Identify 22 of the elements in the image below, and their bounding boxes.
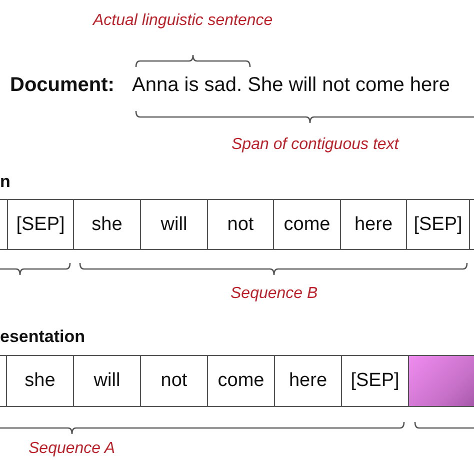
- annotation-text: Sequence B: [230, 285, 318, 303]
- token-cell: come: [273, 199, 341, 250]
- token-cell: not: [140, 355, 208, 407]
- token-cell: she: [6, 355, 74, 407]
- token-cell: here: [340, 199, 407, 250]
- token-cell: here: [274, 355, 342, 407]
- token-cell: [SEP]: [341, 355, 409, 407]
- token-cell: will: [140, 199, 208, 250]
- token-cell: will: [73, 355, 141, 407]
- annotation-text: Actual linguistic sentence: [93, 12, 273, 30]
- annotation-text: Sequence A: [28, 440, 116, 458]
- field-label: Document:: [10, 74, 114, 97]
- token-cell: [SEP]: [406, 199, 470, 250]
- sentence-text: Anna is sad. She will not come here: [132, 74, 450, 97]
- token-cell: she: [73, 199, 141, 250]
- token-cell: not: [207, 199, 274, 250]
- token-cell: [SEP]: [7, 199, 74, 250]
- annotation-text: Span of contiguous text: [232, 136, 399, 154]
- section-heading: n: [0, 172, 10, 192]
- token-cell: come: [207, 355, 275, 407]
- shaded-cell: [408, 355, 474, 407]
- section-heading: esentation: [0, 327, 86, 347]
